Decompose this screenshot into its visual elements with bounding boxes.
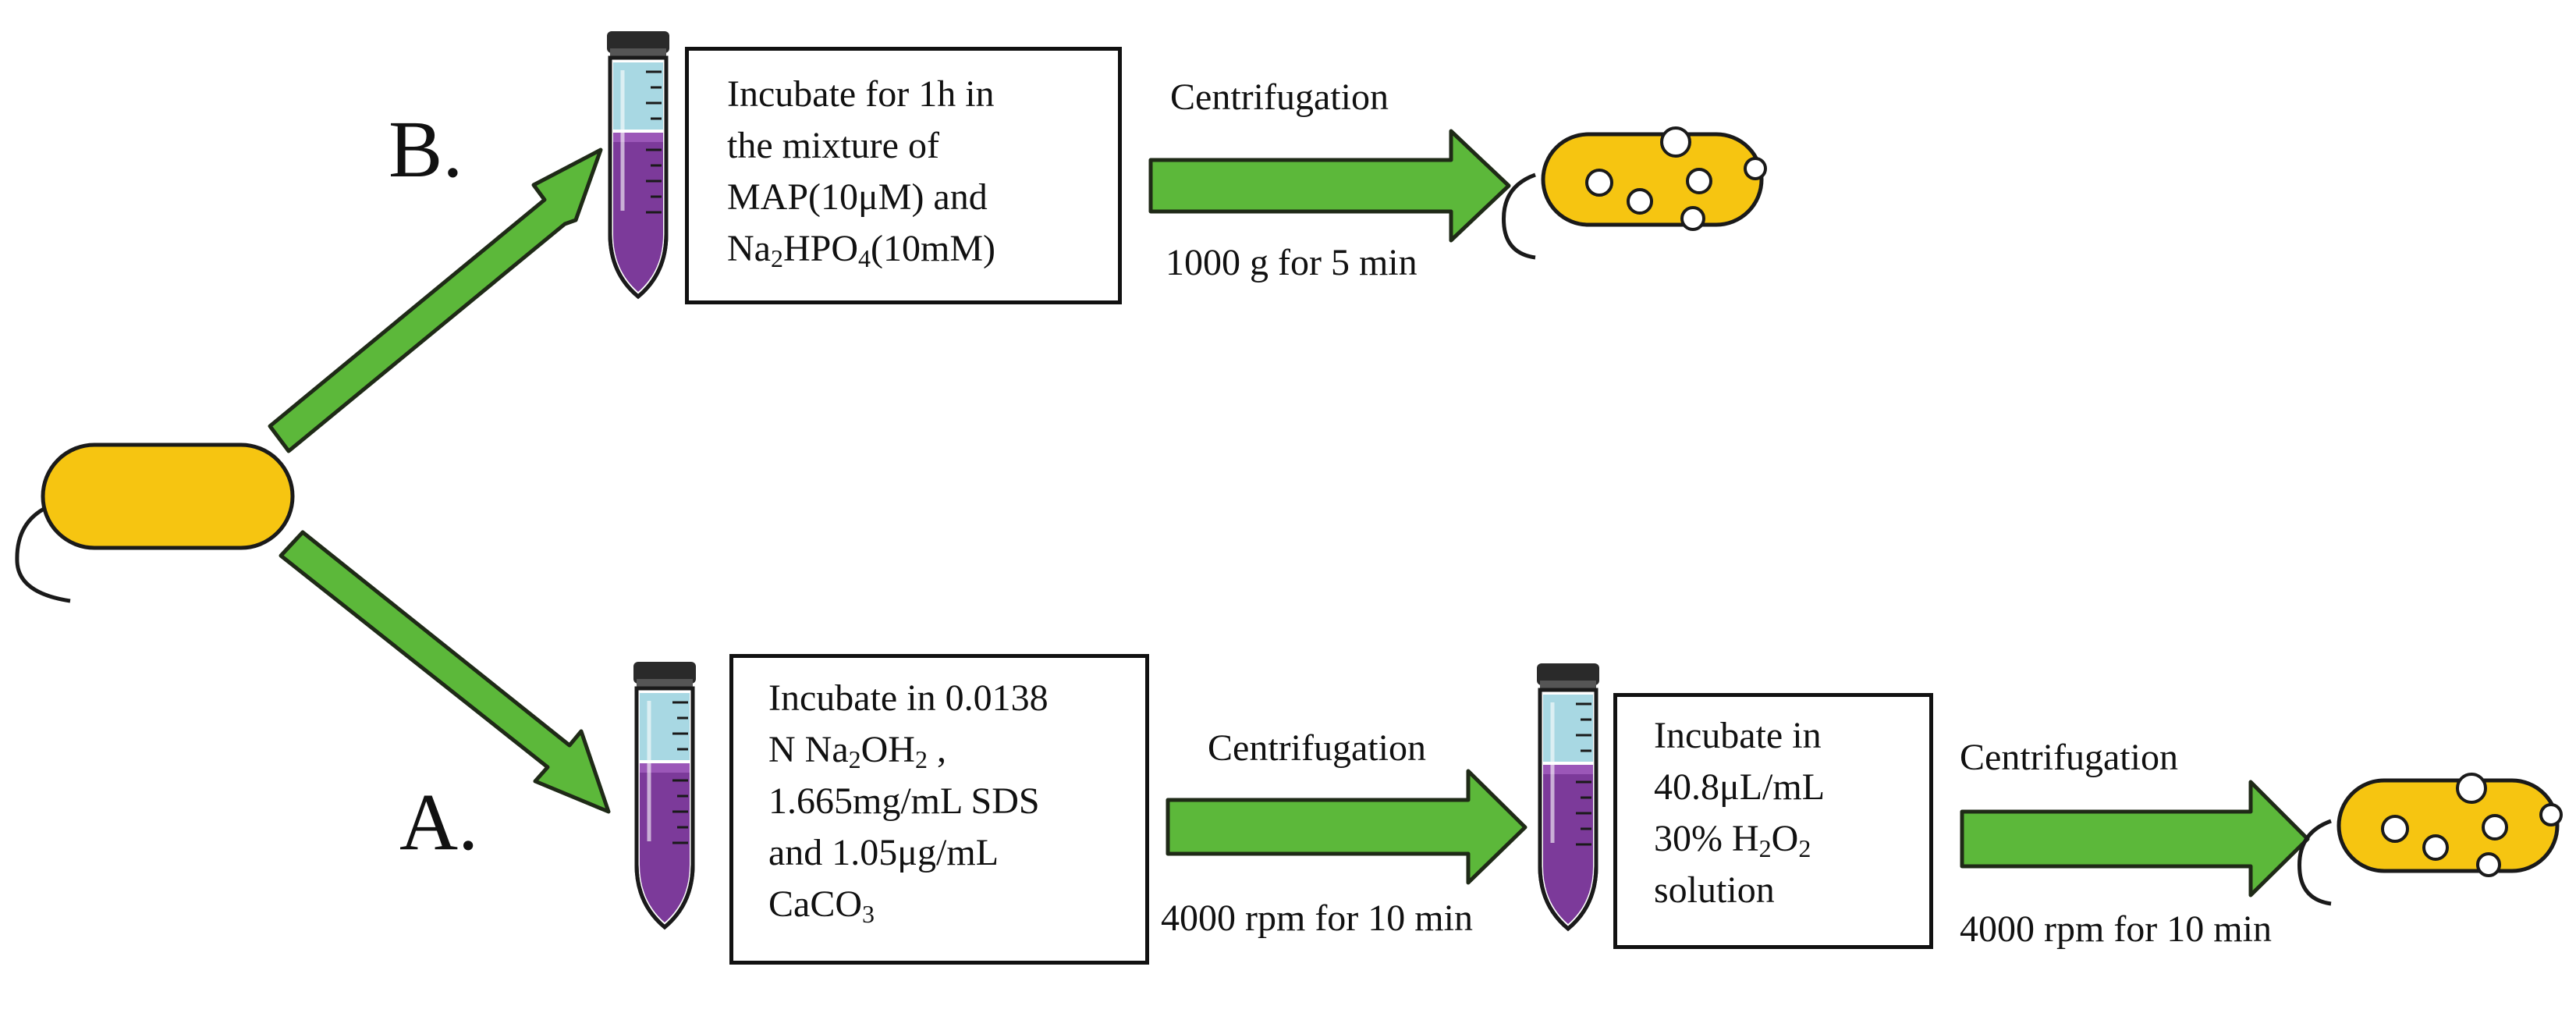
step-text-a1: Incubate in 0.0138 N Na2OH2 , 1.665mg/mL…: [768, 673, 1048, 930]
step-line: Na2HPO4(10mM): [727, 228, 995, 272]
source-bacterium: [15, 443, 295, 603]
step-box-a2: [1613, 693, 1933, 949]
tube-icon-a1: [633, 662, 696, 927]
centrifuge-a2-title: Centrifugation: [1960, 737, 2178, 778]
arrow-to-branch-a: [279, 530, 611, 814]
step-text-a2: Incubate in 40.8μL/mL 30% H2O2 solution: [1654, 710, 1825, 916]
step-line: N Na2OH2 ,: [768, 729, 946, 773]
branch-b-label: B.: [389, 105, 463, 194]
tube-icon-a2: [1537, 663, 1599, 929]
step-line: and 1.05μg/mL: [768, 832, 999, 873]
step-line: solution: [1654, 869, 1775, 911]
centrifuge-b-title: Centrifugation: [1170, 76, 1389, 118]
centrifuge-arrow-b: [1148, 129, 1511, 243]
step-text-b1: Incubate for 1h in the mixture of MAP(10…: [727, 69, 995, 275]
step-line: Incubate for 1h in: [727, 73, 995, 115]
step-line: 40.8μL/mL: [1654, 766, 1826, 808]
step-line: Incubate in: [1654, 715, 1822, 756]
step-line: MAP(10μM) and: [727, 176, 988, 218]
step-line: the mixture of: [727, 125, 939, 166]
centrifuge-arrow-a2: [1960, 780, 2310, 897]
centrifuge-a2-condition: 4000 rpm for 10 min: [1960, 908, 2272, 950]
branch-a-label: A.: [399, 777, 479, 867]
step-line: 30% H2O2: [1654, 818, 1811, 862]
result-bacterium-a: [2300, 774, 2562, 904]
step-line: CaCO3: [768, 883, 875, 928]
centrifuge-a1-title: Centrifugation: [1208, 727, 1426, 769]
centrifuge-arrow-a1: [1166, 769, 1528, 885]
step-line: Incubate in 0.0138: [768, 677, 1048, 719]
step-box-a1: [729, 654, 1149, 965]
result-bacterium-b: [1504, 128, 1766, 258]
centrifuge-b-condition: 1000 g for 5 min: [1166, 242, 1418, 283]
step-line: 1.665mg/mL SDS: [768, 780, 1040, 822]
step-box-b1: [685, 47, 1122, 304]
arrow-to-branch-b: [268, 148, 603, 453]
tube-icon-b: [607, 31, 669, 297]
centrifuge-a1-condition: 4000 rpm for 10 min: [1161, 897, 1473, 939]
